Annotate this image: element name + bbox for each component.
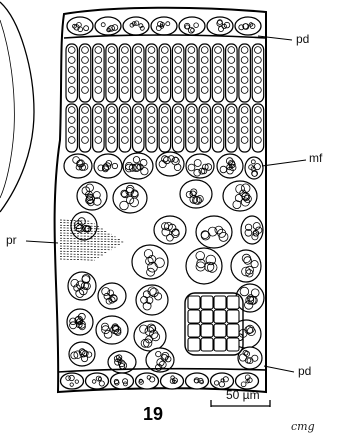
adjacent-leaf-outline — [0, 2, 34, 212]
mesophyll-cell — [96, 316, 128, 344]
palisade-cell — [252, 104, 264, 152]
bundle-cell — [188, 296, 200, 309]
palisade-cell — [212, 104, 224, 152]
palisade-cell — [133, 104, 145, 152]
label-mf: mf — [309, 152, 322, 164]
palisade-cell — [239, 104, 251, 152]
leader-line-mf — [262, 160, 306, 166]
label-pr: pr — [6, 234, 17, 246]
palisade-cell — [186, 104, 198, 152]
bundle-cell — [201, 338, 213, 351]
palisade-cell — [66, 104, 78, 152]
mesophyll-cell — [241, 216, 263, 244]
epidermal-cell — [86, 373, 109, 389]
bundle-cell — [188, 324, 200, 337]
epidermal-cell — [67, 17, 93, 35]
leader-line-pd-bottom — [264, 366, 294, 372]
bundle-cell — [188, 310, 200, 323]
palisade-layer — [66, 44, 264, 152]
palisade-cell — [226, 104, 238, 152]
label-pd-bottom: pd — [298, 365, 311, 377]
bundle-cell — [214, 338, 226, 351]
epidermal-cell — [186, 373, 209, 389]
mesophyll-cell — [196, 216, 232, 248]
bundle-cell — [227, 338, 239, 351]
epidermal-cell — [123, 17, 149, 35]
bundle-cell — [214, 310, 226, 323]
palisade-cell — [159, 104, 171, 152]
bundle-cell — [214, 296, 226, 309]
palisade-cell — [79, 104, 91, 152]
bundle-cell — [227, 296, 239, 309]
palisade-cell — [119, 104, 131, 152]
figure-number: 19 — [143, 404, 163, 425]
mesophyll-cell — [231, 250, 261, 282]
scale-bar-label: 50 µm — [226, 389, 260, 401]
bundle-cell — [201, 324, 213, 337]
palisade-cell — [106, 104, 118, 152]
bundle-cell — [201, 310, 213, 323]
palisade-cell — [199, 104, 211, 152]
bundle-cell — [214, 324, 226, 337]
adjacent-leaf-outline-inner — [0, 20, 14, 198]
bundle-cell — [227, 310, 239, 323]
artist-signature: cmg — [291, 420, 315, 433]
palisade-cell — [146, 104, 158, 152]
label-pd-top: pd — [296, 33, 309, 45]
bundle-cell — [227, 324, 239, 337]
bundle-cell — [188, 338, 200, 351]
bundle-cell — [201, 296, 213, 309]
mesophyll-cell — [69, 342, 95, 366]
palisade-cell — [93, 104, 105, 152]
leader-line-pr — [26, 241, 58, 243]
palisade-cell — [172, 104, 184, 152]
